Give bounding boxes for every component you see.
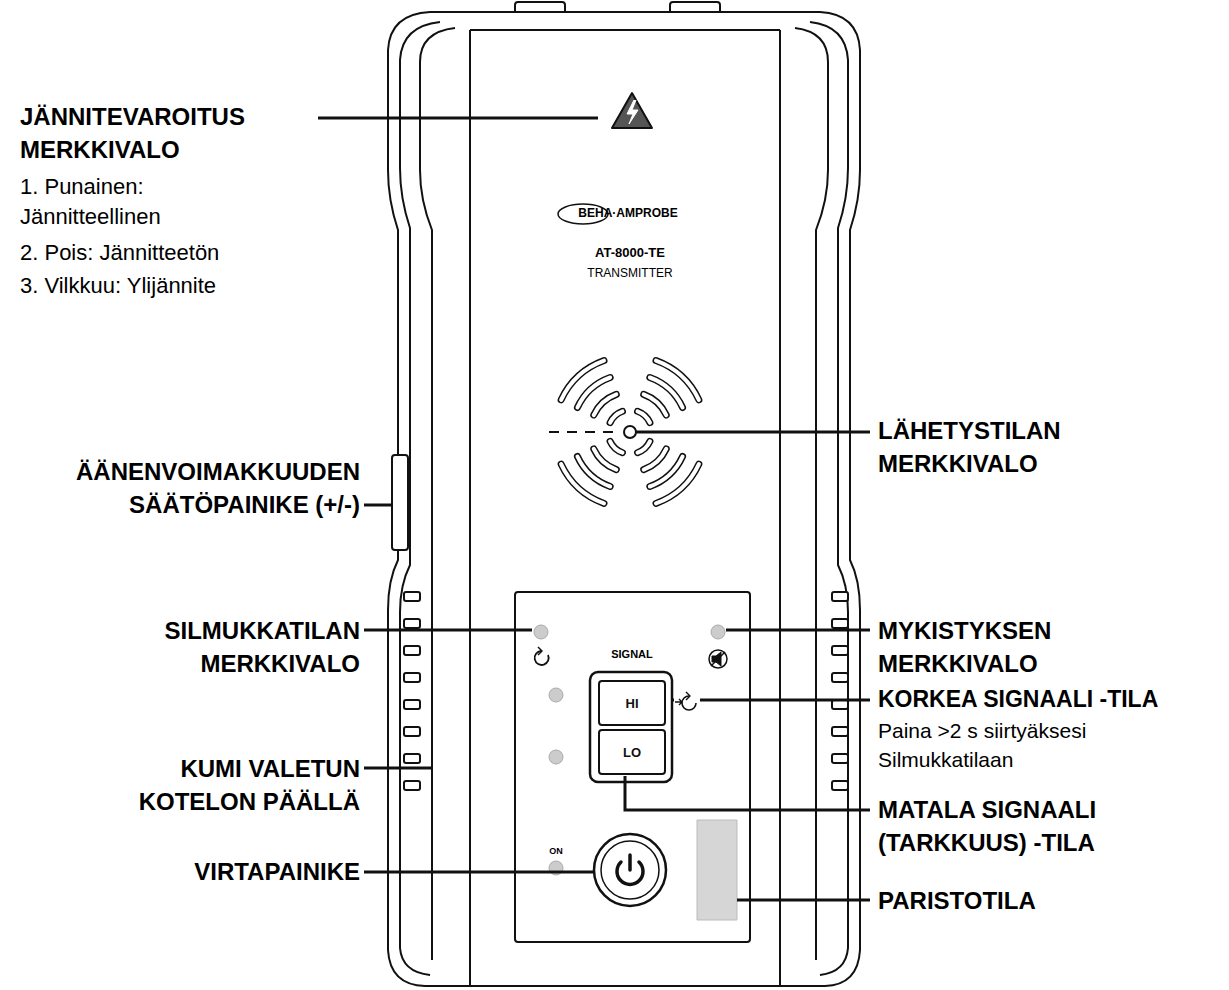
panel-text: SIGNAL <box>592 647 672 662</box>
model-name: AT-8000-TE <box>550 244 710 262</box>
callout-label: KUMI VALETUN KOTELON PÄÄLLÄ <box>60 752 360 818</box>
leader-lines <box>318 118 870 900</box>
callout-label: PARISTOTILA <box>878 884 1178 917</box>
callout-note: Paina >2 s siirtyäksesi Silmukkatilaan <box>878 717 1218 775</box>
callout-label: MATALA SIGNAALI (TARKKUUS) -TILA <box>878 793 1178 859</box>
device-type: TRANSMITTER <box>550 265 710 282</box>
callout-label: LÄHETYSTILAN MERKKIVALO <box>878 414 1178 480</box>
button-key: HI <box>598 680 666 726</box>
callout-heading: JÄNNITEVAROITUS MERKKIVALO <box>20 100 320 166</box>
callout-label: VIRTAPAINIKE <box>60 855 360 888</box>
state-note: 2. Pois: Jännitteetön <box>20 238 340 268</box>
button-key: LO <box>598 729 666 775</box>
button-label: HI <box>626 696 639 711</box>
callout-label: SILMUKKATILAN MERKKIVALO <box>60 614 360 680</box>
button-label: LO <box>623 745 641 760</box>
state-note: 3. Vilkkuu: Ylijännite <box>20 271 340 301</box>
state-note: 1. Punainen: Jännitteellinen <box>20 172 260 233</box>
panel-text: ON <box>536 845 576 857</box>
callout-label: MYKISTYKSEN MERKKIVALO <box>878 614 1178 680</box>
callout-label: ÄÄNENVOIMAKKUUDEN SÄÄTÖPAINIKE (+/-) <box>5 455 360 521</box>
callout-label: KORKEA SIGNAALI -TILA <box>878 684 1226 716</box>
brand-logo: BEHA·AMPROBE <box>548 205 708 222</box>
